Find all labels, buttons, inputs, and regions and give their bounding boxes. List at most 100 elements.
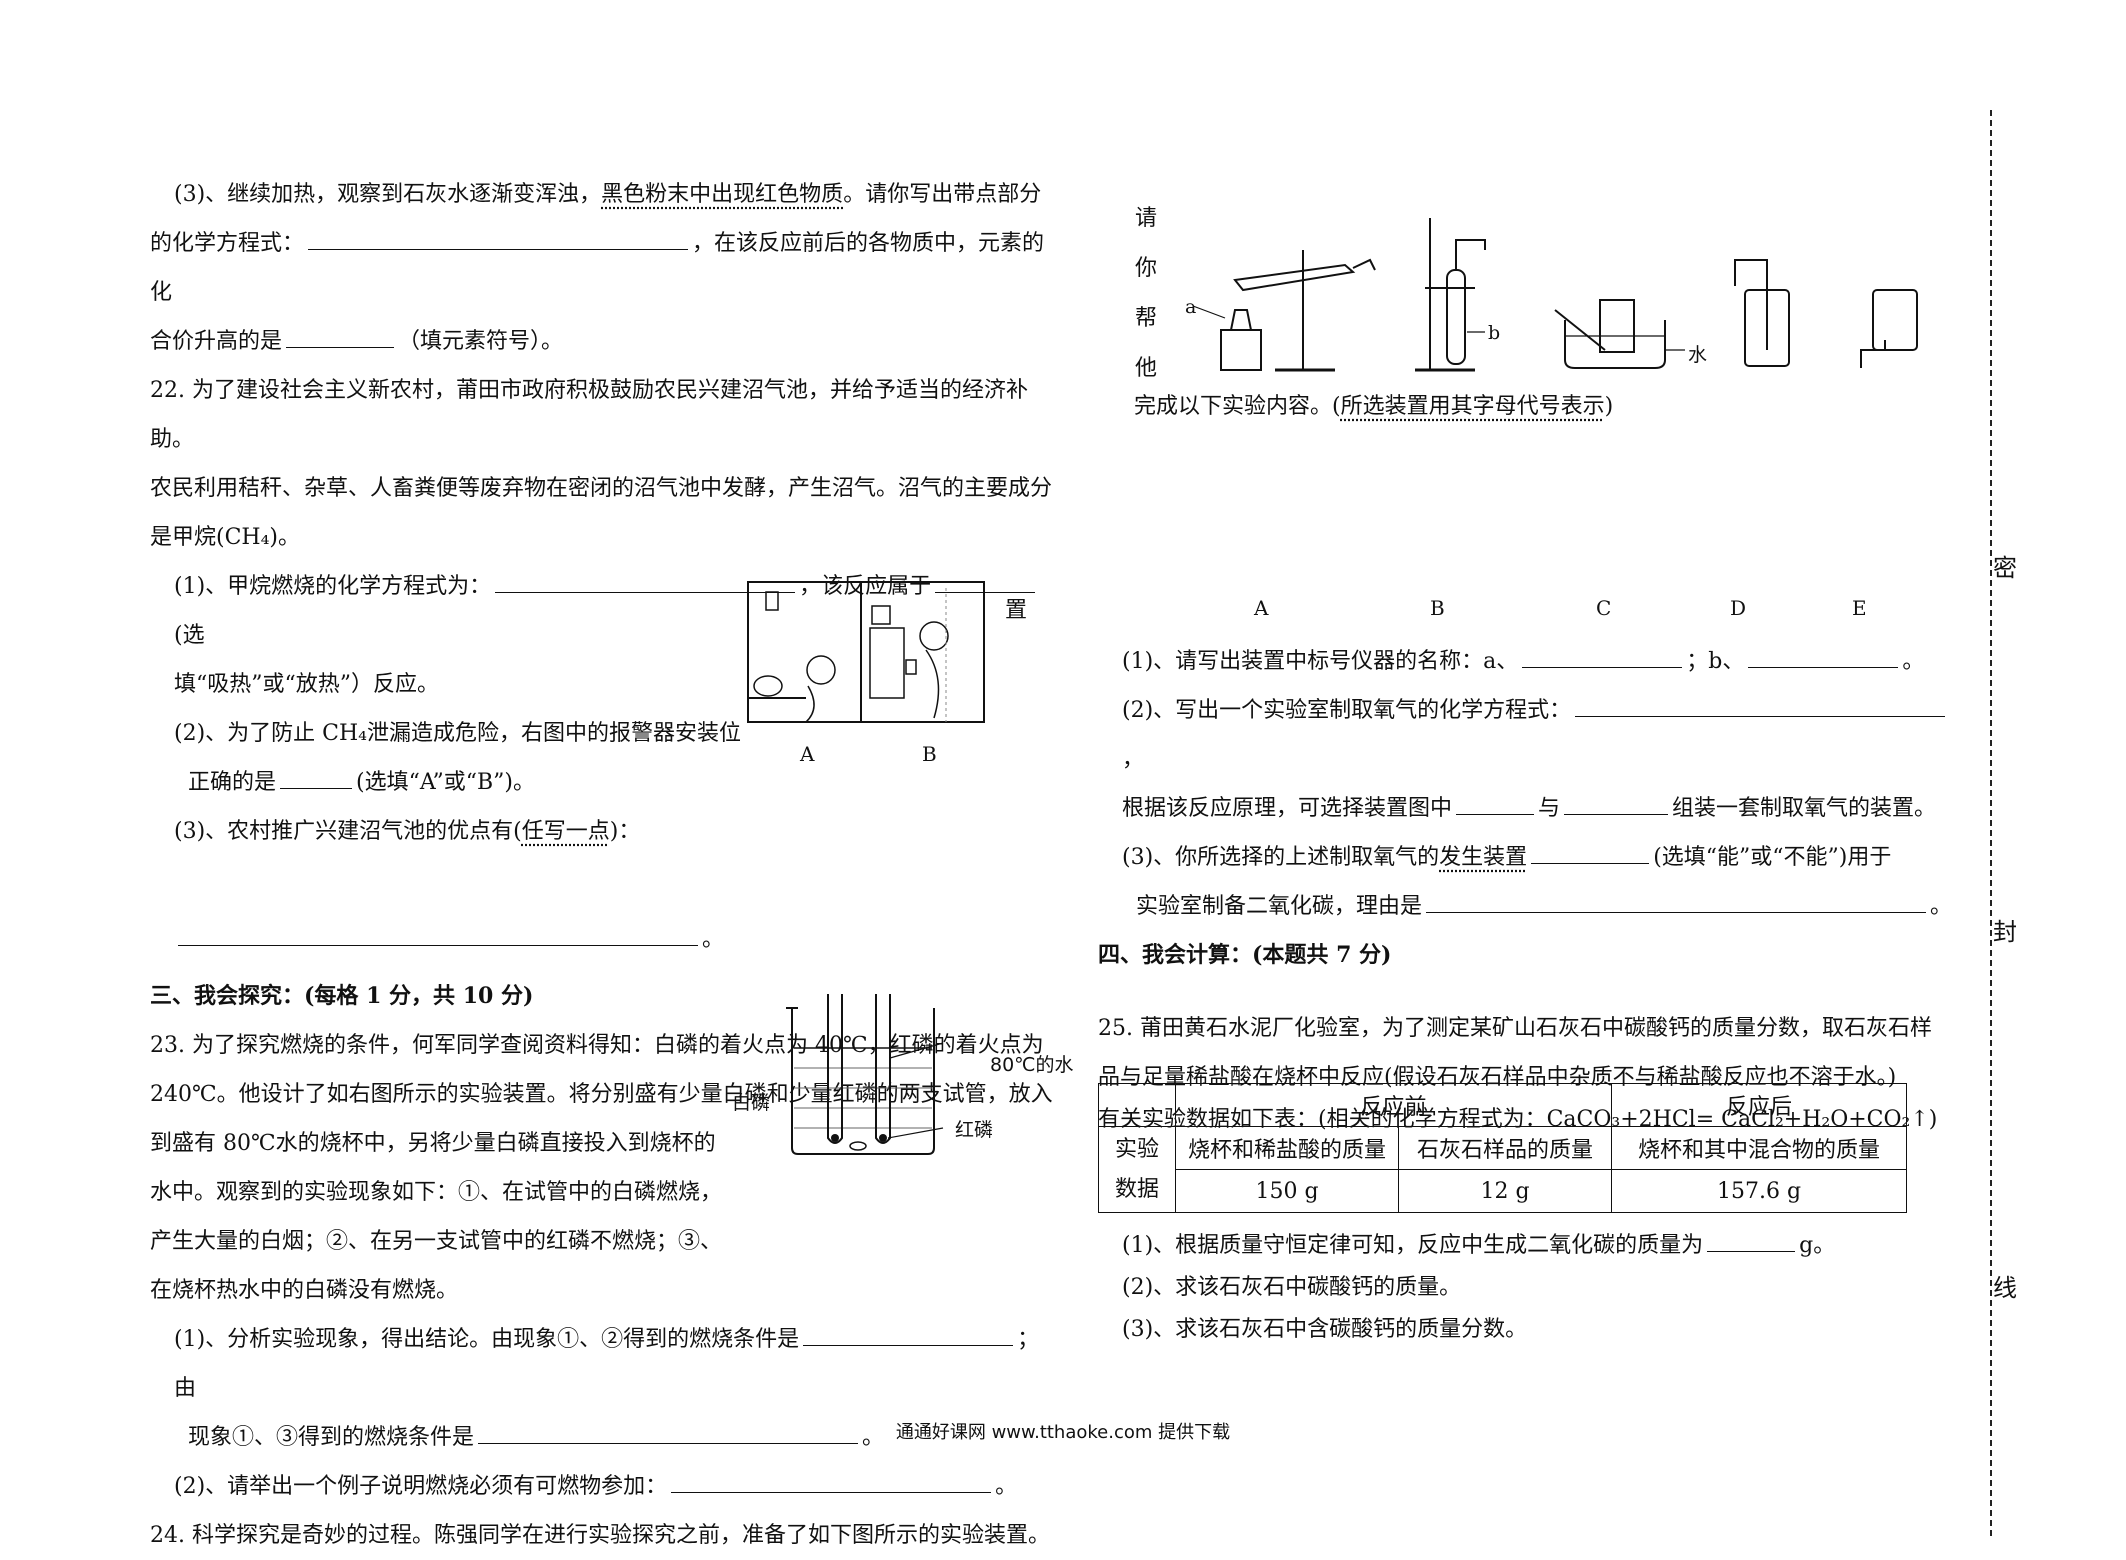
- white-phosphorus-water: [849, 1141, 867, 1151]
- answer-blank[interactable]: [671, 1466, 992, 1493]
- q23-text: 23. 为了探究燃烧的条件，何军同学查阅资料得知：白磷的着火点为 40℃，红磷的…: [150, 1033, 1044, 1058]
- section-4-title: 四、我会计算：(本题共 7 分): [1098, 942, 1392, 968]
- q22-text: 农民利用秸秆、杂草、人畜粪便等废弃物在密闭的沼气池中发酵，产生沼气。沼气的主要成…: [150, 476, 1053, 501]
- answer-blank[interactable]: [308, 223, 689, 250]
- red-phosphorus: [879, 1134, 887, 1142]
- left-column: (3)、继续加热，观察到石灰水逐渐变浑浊，黑色粉末中出现红色物质。请你写出带点部…: [150, 170, 1055, 1560]
- water-trough: [1564, 320, 1666, 369]
- answer-blank[interactable]: [1748, 641, 1899, 668]
- q21-3-line2: 的化学方程式：，在该反应前后的各物质中，元素的化: [150, 219, 1055, 317]
- answer-blank[interactable]: [1456, 788, 1535, 815]
- letter-b: B: [1430, 596, 1445, 620]
- table-header-cell: 烧杯和稀盐酸的质量: [1175, 1126, 1399, 1170]
- q22-text: 是甲烷(CH₄)。: [150, 525, 301, 550]
- label-red-phosphorus: 红磷: [955, 1119, 994, 1141]
- q22-2-tail: 置: [1005, 598, 1028, 623]
- answer-blank[interactable]: [1564, 788, 1669, 815]
- test-tube-white: [827, 994, 843, 1144]
- tube-d: [1734, 259, 1768, 350]
- alarm-a: [765, 591, 779, 611]
- q24-2-line2: 根据该反应原理，可选择装置图中与组装一套制取氧气的装置。: [1098, 784, 1963, 833]
- binding-char: 封: [1993, 918, 2017, 946]
- person-a-body: [805, 685, 815, 723]
- lamp-neck: [1230, 309, 1252, 331]
- page-footer: 通通好课网 www.tthaoke.com 提供下载: [895, 1422, 1231, 1443]
- binding-char: 线: [1993, 1274, 2017, 1302]
- tube-b-outlet: [1455, 239, 1486, 270]
- q25-text: 25. 莆田黄石水泥厂化验室，为了测定某矿山石灰石中碳酸钙的质量分数，取石灰石样: [1098, 1016, 1932, 1041]
- alcohol-lamp: [1220, 329, 1262, 371]
- q23-text: 水中。观察到的实验现象如下：①、在试管中的白磷燃烧，: [150, 1180, 723, 1205]
- label-80c-water: 80℃的水: [990, 1054, 1074, 1076]
- answer-blank[interactable]: [1522, 641, 1683, 668]
- binding-dashed-line: [1990, 110, 1992, 1536]
- answer-blank[interactable]: [1426, 886, 1927, 913]
- right-column-questions: (1)、请写出装置中标号仪器的名称：a、；b、。 (2)、写出一个实验室制取氧气…: [1098, 637, 1963, 1138]
- dotted-text: 发生装置: [1439, 845, 1528, 870]
- delivery-tube-c: [1554, 309, 1606, 351]
- table-cell: 157.6 g: [1611, 1169, 1907, 1213]
- q23-text: 240℃。他设计了如右图所示的实验装置。将分别盛有少量白磷和少量红磷的两支试管，…: [150, 1082, 1053, 1107]
- letter-c: C: [1596, 596, 1612, 620]
- table-header-before: 反应前: [1175, 1083, 1612, 1127]
- spacer: [1098, 980, 1963, 1004]
- q23-text: 产生大量的白烟；②、在另一支试管中的红磷不燃烧；③、: [150, 1229, 723, 1254]
- q24-continue: 完成以下实验内容。(所选装置用其字母代号表示): [1134, 394, 1614, 419]
- section-3-title: 三、我会探究：(每格 1 分，共 10 分): [150, 983, 534, 1009]
- delivery-tube: [1352, 258, 1376, 271]
- q22-2-line1: (2)、为了防止 CH₄泄漏造成危险，右图中的报警器安装位: [174, 721, 741, 746]
- table-row: 150 g 12 g 157.6 g: [1099, 1169, 1907, 1213]
- dotted-text: 所选装置用其字母代号表示: [1340, 394, 1605, 419]
- table-row: 实验数据 烧杯和稀盐酸的质量 石灰石样品的质量 烧杯和其中混合物的质量: [1098, 1126, 1907, 1213]
- q21-3-line3: 合价升高的是（填元素符号）。: [150, 317, 1055, 366]
- q22-3-line1: (3)、农村推广兴建沼气池的优点有(任写一点)：: [174, 819, 641, 844]
- figure-label-b: B: [922, 742, 937, 766]
- alarm-placement-figure: [747, 581, 985, 723]
- dotted-text: 任写一点: [521, 819, 610, 844]
- q23-2-line: (2)、请举出一个例子说明燃烧必须有可燃物参加：。: [150, 1462, 1055, 1511]
- answer-blank[interactable]: [1531, 837, 1650, 864]
- table-cell: [1098, 1083, 1176, 1127]
- table-cell: 12 g: [1398, 1169, 1612, 1213]
- binding-char: 密: [1993, 554, 2017, 582]
- test-tube-b: [1446, 269, 1466, 365]
- letter-a: A: [1254, 596, 1269, 620]
- q24-1-line: (1)、请写出装置中标号仪器的名称：a、；b、。: [1098, 637, 1963, 686]
- test-tube-horizontal: [1233, 263, 1356, 292]
- answer-blank[interactable]: [178, 919, 698, 946]
- beaker: [791, 1008, 935, 1155]
- label-a: a: [1185, 296, 1197, 318]
- answer-blank[interactable]: [1575, 690, 1946, 717]
- vertical-text: 帮: [1135, 306, 1158, 331]
- q23-1-line1: (1)、分析实验现象，得出结论。由现象①、②得到的燃烧条件是；由: [150, 1315, 1055, 1413]
- q25-2-line: (2)、求该石灰石中碳酸钙的质量。: [1122, 1275, 1462, 1300]
- answer-blank[interactable]: [495, 566, 796, 593]
- answer-blank[interactable]: [1707, 1225, 1796, 1252]
- vertical-text: 你: [1135, 256, 1158, 281]
- q25-3-line: (3)、求该石灰石中含碳酸钙的质量分数。: [1122, 1317, 1528, 1342]
- kettle-icon: [753, 675, 783, 697]
- table-header-cell: 石灰石样品的质量: [1398, 1126, 1612, 1170]
- answer-blank[interactable]: [478, 1417, 859, 1444]
- white-phosphorus: [831, 1134, 839, 1142]
- tube-e: [1860, 340, 1886, 368]
- answer-blank[interactable]: [935, 566, 1036, 593]
- table-header-cell: 烧杯和其中混合物的质量: [1611, 1126, 1907, 1170]
- vertical-text: 他: [1135, 356, 1158, 381]
- stove-b: [869, 627, 905, 699]
- answer-blank[interactable]: [286, 321, 395, 348]
- q22-1-line1: (1)、甲烷燃烧的化学方程式为：，该反应属于(选: [150, 562, 1055, 660]
- answer-blank[interactable]: [803, 1319, 1014, 1346]
- q22-text: 22. 为了建设社会主义新农村，莆田市政府积极鼓励农民兴建沼气池，并给予适当的经…: [150, 378, 1028, 452]
- letter-d: D: [1730, 596, 1747, 620]
- kettle-b-icon: [871, 605, 891, 625]
- figure-label-a: A: [800, 742, 815, 766]
- person-b-head: [919, 621, 949, 651]
- alarm-b: [905, 659, 917, 675]
- answer-blank[interactable]: [280, 762, 353, 789]
- table-header-after: 反应后: [1611, 1083, 1907, 1127]
- q22-2-line2: 正确的是(选填“A”或“B”)。: [150, 758, 1055, 807]
- table-row: 反应前 反应后: [1098, 1083, 1907, 1127]
